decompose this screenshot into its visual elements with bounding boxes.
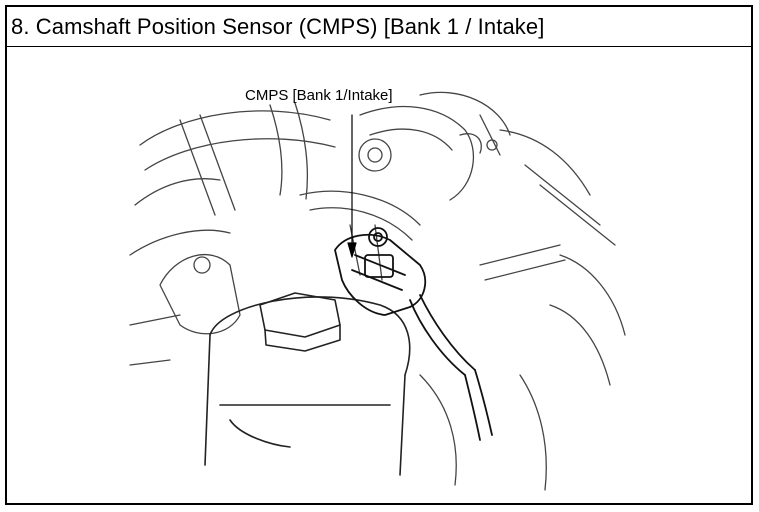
cmps-sensor-connector (334, 227, 493, 441)
section-header: 8. Camshaft Position Sensor (CMPS) [Bank… (7, 7, 751, 47)
cmps-callout-label: CMPS [Bank 1/Intake] (245, 87, 393, 104)
oil-filter-housing (204, 292, 411, 476)
callout-arrow (347, 114, 357, 258)
section-title: 8. Camshaft Position Sensor (CMPS) [Bank… (11, 13, 545, 39)
background-engine-lines (129, 91, 626, 491)
engine-illustration (129, 91, 626, 491)
document-frame: 8. Camshaft Position Sensor (CMPS) [Bank… (5, 5, 753, 505)
